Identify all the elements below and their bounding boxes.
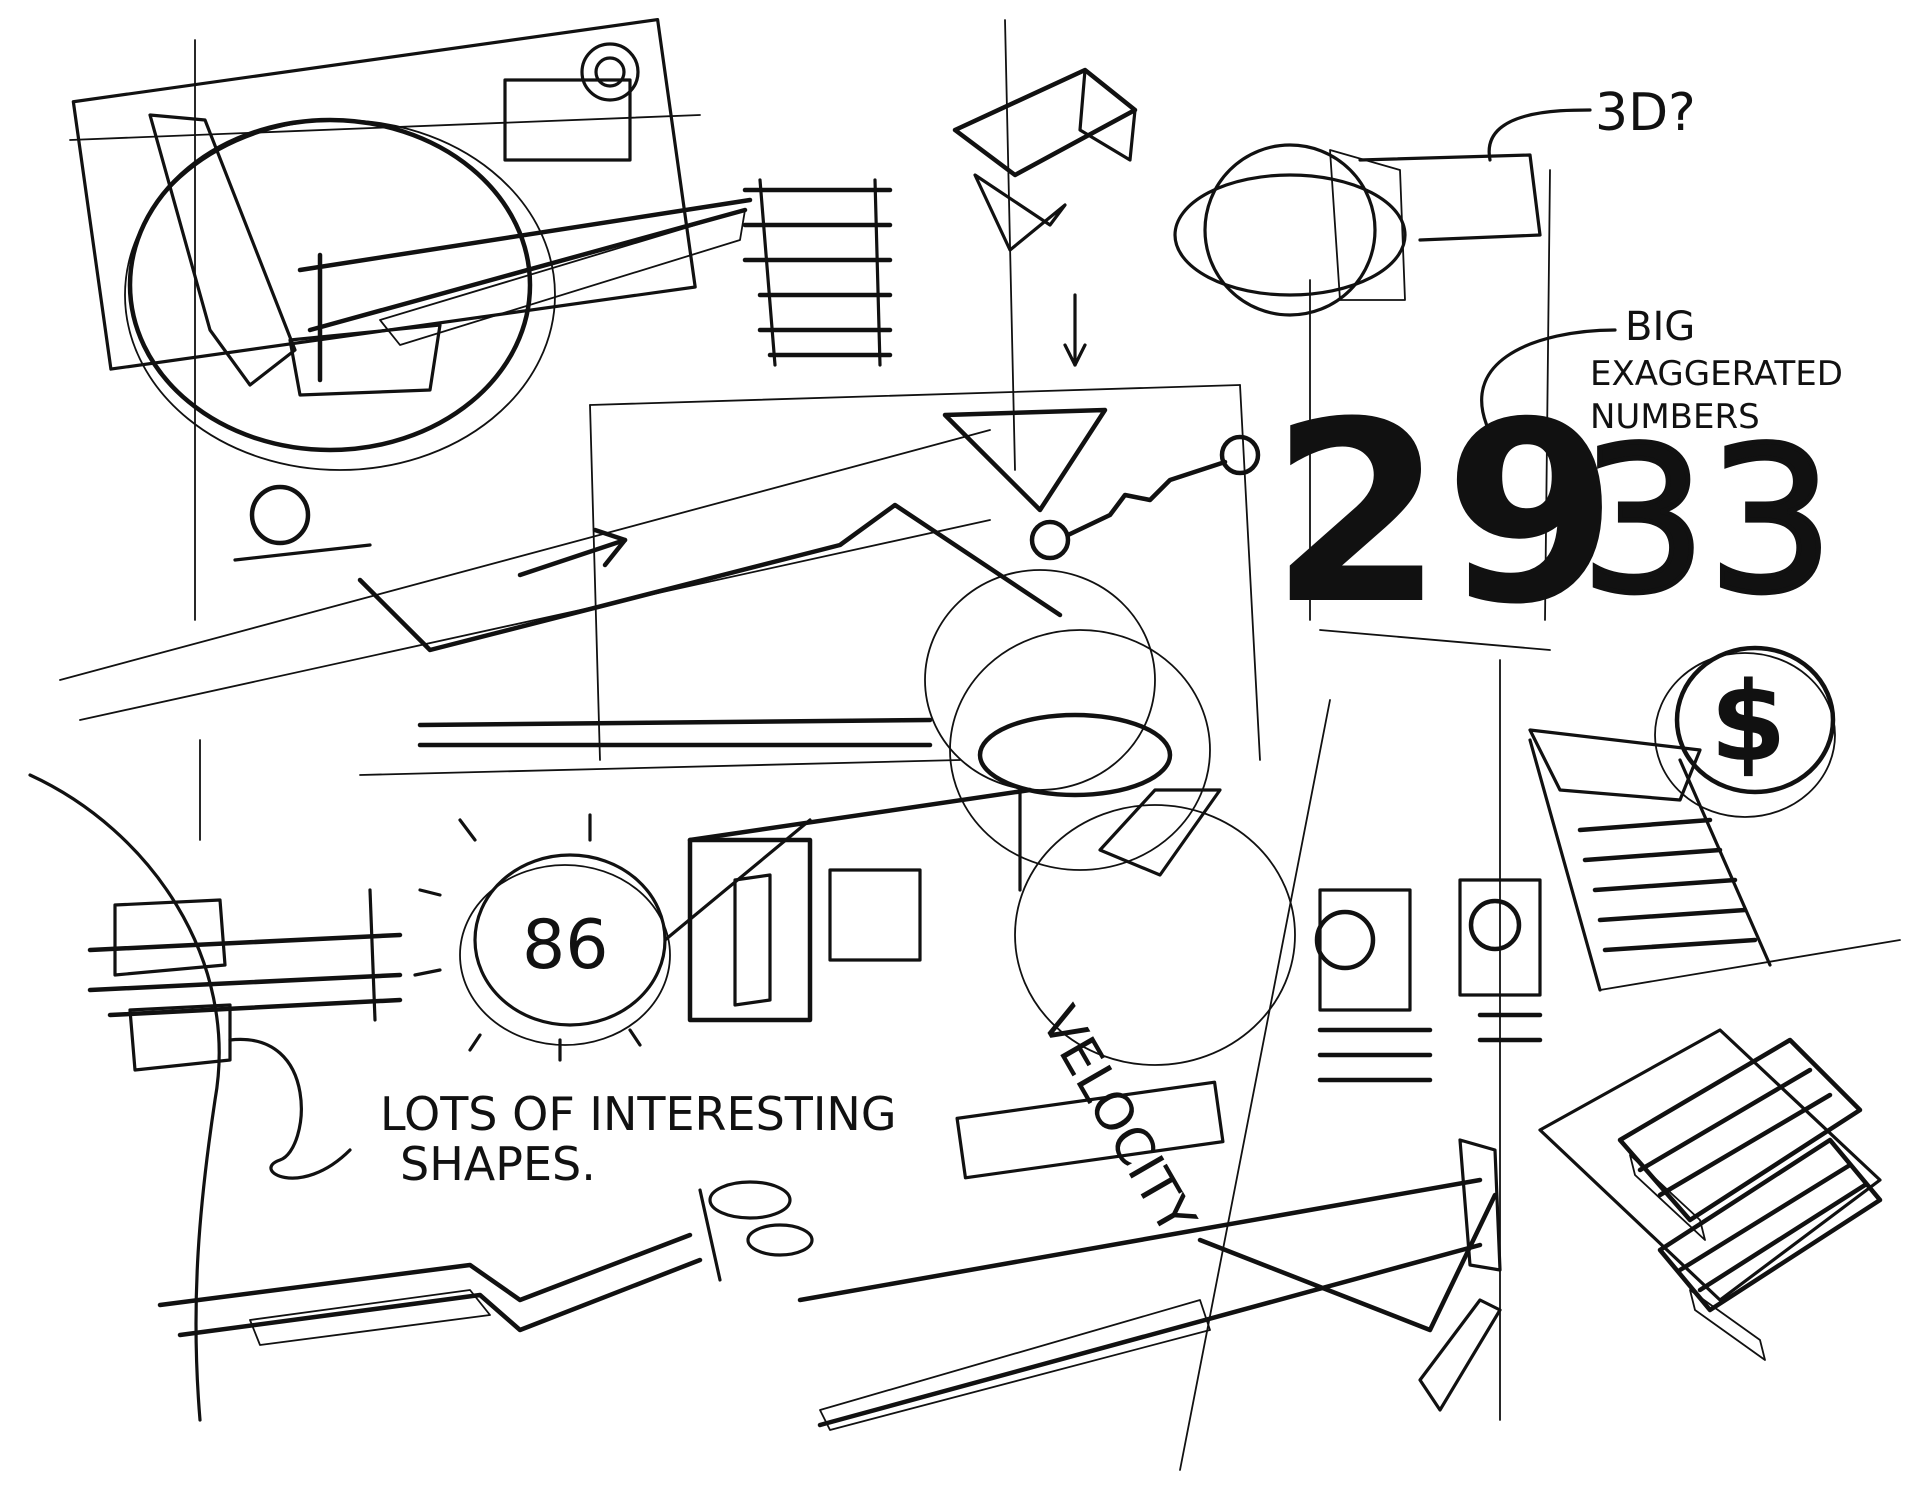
big-numbers-label-line2: EXAGGERATED: [1590, 354, 1843, 394]
big-numbers-label-line1: BIG: [1625, 304, 1695, 350]
velocity-label: VELOCITY: [1029, 997, 1207, 1245]
number-86-text: 86: [522, 906, 609, 985]
shapes-label-line2: SHAPES.: [400, 1137, 596, 1191]
dollar-coin-stack: $: [1528, 645, 1901, 992]
left-hatched-blocks: [28, 773, 403, 1422]
shapes-annotation: LOTS OF INTERESTING SHAPES.: [380, 1087, 897, 1191]
big-number-left: 29: [1270, 368, 1618, 659]
iso-boards-sketch: [1538, 1028, 1883, 1361]
center-striped-boxes: [687, 787, 1543, 1083]
middle-frame-sketch: [59, 384, 1261, 841]
big-number-right: 33: [1580, 405, 1835, 638]
triangle-line-chart: [942, 407, 1261, 561]
three-d-question-text: 3D?: [1595, 83, 1696, 143]
dollar-sign-text: $: [1710, 658, 1787, 786]
three-d-circle: 3D?: [1173, 83, 1696, 621]
shapes-label-line1: LOTS OF INTERESTING: [380, 1087, 897, 1141]
striped-block-top: [742, 178, 893, 367]
iso-cube-sketch: [952, 19, 1138, 471]
ring-hatched-center: [924, 569, 1296, 1066]
big-numbers-group: BIG EXAGGERATED NUMBERS 29 33: [1270, 304, 1843, 659]
top-left-lens-sketch: [69, 18, 753, 621]
big-numbers-label-line3: NUMBERS: [1590, 397, 1760, 437]
bottom-zigzag-ribbon: [157, 1180, 814, 1346]
number-86-badge: 86: [413, 813, 812, 1062]
